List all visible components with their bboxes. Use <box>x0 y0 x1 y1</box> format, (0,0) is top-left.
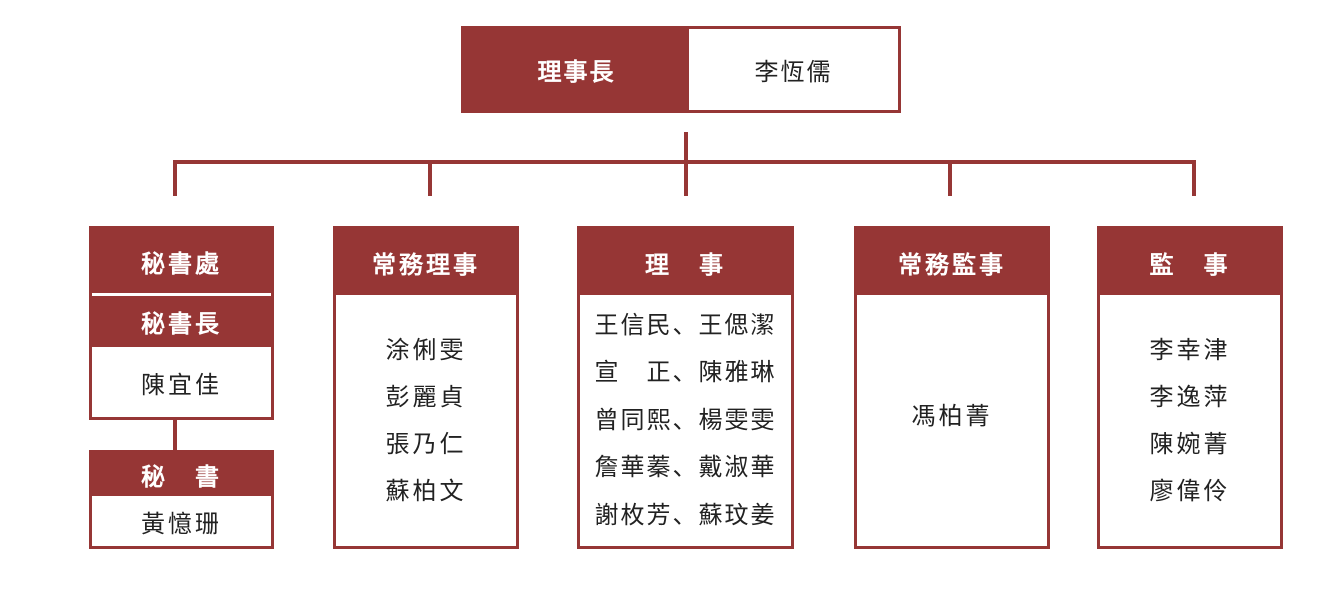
connector-horizontal <box>173 160 1196 164</box>
directors-box: 理 事 王信民、王偲潔 宣 正、陳雅琳 曾同熙、楊雯雯 詹華蓁、戴淑華 謝枚芳、… <box>577 226 794 549</box>
secretary-general-role: 秘書長 <box>92 296 271 347</box>
supervisor-name: 陳婉菁 <box>1149 429 1231 458</box>
supervisors-title: 監 事 <box>1100 229 1280 295</box>
secretary-box: 秘 書 黃憶珊 <box>89 450 274 549</box>
secretary-name: 黃憶珊 <box>141 509 222 538</box>
supervisors-box: 監 事 李幸津 李逸萍 陳婉菁 廖偉伶 <box>1097 226 1283 549</box>
executive-director-name: 彭麗貞 <box>385 382 467 411</box>
connector-drop-executive-directors <box>428 160 432 196</box>
chairman-name: 李恆儒 <box>689 29 898 110</box>
chairman-box: 理事長 李恆儒 <box>461 26 901 113</box>
director-pair: 曾同熙、楊雯雯 <box>594 405 777 434</box>
secretary-general-name: 陳宜佳 <box>141 370 222 399</box>
supervisor-name: 李逸萍 <box>1149 382 1231 411</box>
executive-director-name: 涂俐雯 <box>385 335 467 364</box>
executive-director-name: 蘇柏文 <box>385 476 467 505</box>
connector-trunk <box>684 132 688 196</box>
executive-director-name: 張乃仁 <box>385 429 467 458</box>
supervisor-name: 廖偉伶 <box>1149 476 1231 505</box>
executive-supervisor-list: 馮柏菁 <box>857 295 1047 546</box>
connector-secretary <box>173 418 177 452</box>
secretariat-title: 秘書處 <box>92 229 271 293</box>
directors-list: 王信民、王偲潔 宣 正、陳雅琳 曾同熙、楊雯雯 詹華蓁、戴淑華 謝枚芳、蘇玟姜 <box>580 295 791 546</box>
supervisor-name: 李幸津 <box>1149 335 1231 364</box>
director-pair: 謝枚芳、蘇玟姜 <box>594 500 777 529</box>
secretary-role: 秘 書 <box>92 453 271 496</box>
executive-supervisor-title: 常務監事 <box>857 229 1047 295</box>
chairman-role: 理事長 <box>464 29 689 110</box>
supervisors-list: 李幸津 李逸萍 陳婉菁 廖偉伶 <box>1100 295 1280 546</box>
director-pair: 宣 正、陳雅琳 <box>594 358 777 387</box>
director-pair: 王信民、王偲潔 <box>594 310 777 339</box>
director-pair: 詹華蓁、戴淑華 <box>594 453 777 482</box>
executive-supervisor-name: 馮柏菁 <box>911 402 993 430</box>
connector-drop-secretariat <box>173 160 177 196</box>
executive-supervisor-box: 常務監事 馮柏菁 <box>854 226 1050 549</box>
directors-title: 理 事 <box>580 229 791 295</box>
connector-drop-executive-supervisor <box>948 160 952 196</box>
secretariat-box: 秘書處 秘書長 陳宜佳 <box>89 226 274 420</box>
connector-drop-supervisors <box>1192 160 1196 196</box>
executive-directors-title: 常務理事 <box>336 229 516 295</box>
executive-directors-box: 常務理事 涂俐雯 彭麗貞 張乃仁 蘇柏文 <box>333 226 519 549</box>
executive-directors-list: 涂俐雯 彭麗貞 張乃仁 蘇柏文 <box>336 295 516 546</box>
secretariat-divider <box>92 293 271 296</box>
